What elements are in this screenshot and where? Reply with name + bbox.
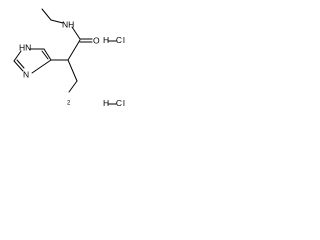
atom-amine-subscript: 2 (67, 101, 71, 107)
bond-ch2-nh2 (68, 80, 78, 93)
salt-hcl-bottom-text: H–Cl (103, 98, 126, 108)
salt-hcl-bottom: H–Cl (103, 98, 126, 108)
bond-n-carbonyl-c (71, 26, 81, 40)
bond-ring-c-n-double-b (16, 59, 25, 69)
bond-ring-c-c (43, 48, 52, 61)
bond-ethyl-ch3-ch2 (41, 8, 52, 21)
atom-ring-n: N (23, 69, 29, 79)
atom-amide-nh: NH (62, 19, 74, 29)
atom-carbonyl-o: O (93, 35, 100, 45)
bond-alpha-ch2 (67, 59, 78, 82)
bond-carbonyl-c-alpha (67, 39, 81, 61)
chemical-structure-diagram: NH O HN N 2 H–Cl H–Cl (13, 8, 126, 108)
bond-ring-c-c-double (41, 50, 49, 60)
atom-ring-hn: HN (19, 42, 31, 52)
bond-ring-c-n-double-a (13, 60, 24, 72)
bond-ring-n-c (31, 59, 52, 74)
salt-hcl-top-text: H–Cl (103, 35, 126, 45)
bond-ethyl-ch2-n (50, 19, 64, 24)
salt-hcl-top: H–Cl (103, 35, 126, 45)
bond-ring-hn-c (13, 50, 22, 62)
